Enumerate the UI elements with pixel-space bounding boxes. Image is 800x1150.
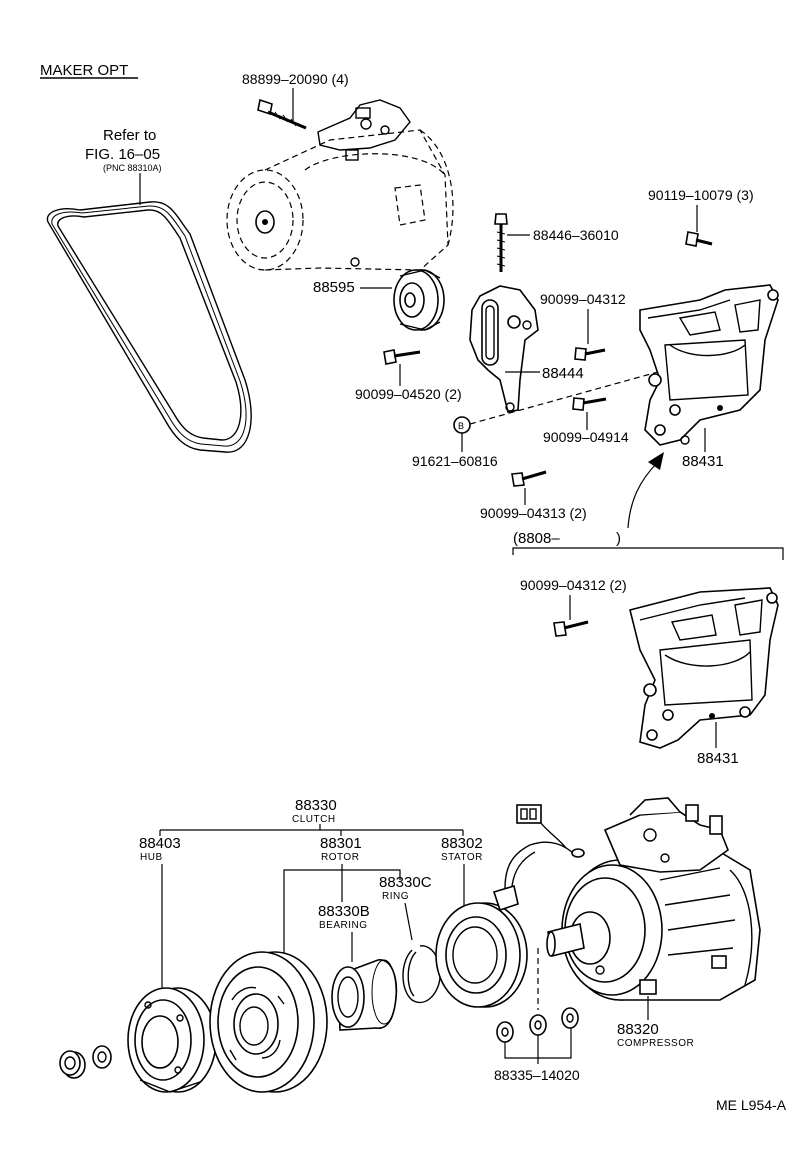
label-88301: 88301 [320,835,362,852]
leader-88330C [404,902,413,941]
idler-pulley-88595 [393,269,445,331]
label-88330B: 88330B [318,903,370,920]
compressor-88320 [546,797,761,1001]
label-88330C: 88330C [379,874,432,891]
snap-ring-88330C [402,945,441,1004]
label-88302: 88302 [441,835,483,852]
label-88444: 88444 [542,365,584,382]
label-90119-10079: 90119–10079 (3) [648,187,754,203]
label-88446-36010: 88446–36010 [533,227,619,243]
dashed-alignment-line [469,369,666,425]
bearing-88330B [331,959,398,1031]
b-reference-letter: B [458,421,464,431]
label-88330B-bearing: BEARING [319,920,368,931]
label-88302-stator: STATOR [441,852,483,863]
maker-opt-title: MAKER OPT [40,62,128,79]
bolt-88899 [257,98,307,130]
label-88330-clutch: CLUTCH [292,814,336,825]
refer-pnc-label: (PNC 88310A) [103,163,162,173]
label-88301-rotor: ROTOR [321,852,359,863]
label-88330: 88330 [295,797,337,814]
label-88899-20090: 88899–20090 (4) [242,71,349,87]
washer-small [92,1045,112,1069]
label-88595: 88595 [313,279,355,296]
bracket-8808 [512,547,784,560]
label-88320: 88320 [617,1021,659,1038]
leader-88301-bracket [283,869,401,955]
nut-small [59,1050,86,1079]
label-88335-14020: 88335–14020 [494,1067,580,1083]
label-90099-04312: 90099–04312 [540,291,626,307]
bolt-90119 [685,231,713,247]
bolt-90099-04520 [383,349,421,365]
label-88403: 88403 [139,835,181,852]
footer-code: ME L954-A [716,1097,787,1113]
clutch-hub-88403 [127,987,217,1093]
label-90099-04312-2: 90099–04312 (2) [520,577,627,593]
bolt-88446 [494,213,508,272]
shims-88335 [496,1007,579,1043]
bracket-88444 [469,285,539,413]
label-90099-04520: 90099–04520 (2) [355,386,462,402]
label-8808-close: ) [616,530,621,547]
refer-to-label: Refer to [103,127,156,144]
bolt-90099-04312 [574,347,606,361]
compressor-top-illustration [226,99,454,271]
label-88431-upper: 88431 [682,453,724,470]
label-91621-60816: 91621–60816 [412,453,498,469]
refer-fig-label: FIG. 16–05 [85,146,160,163]
label-90099-04313: 90099–04313 (2) [480,505,587,521]
bracket-88431-lower [629,587,779,749]
bolt-90099-04312-lower [553,620,589,637]
bolt-90099-04914 [572,397,607,411]
label-88330C-ring: RING [382,891,409,902]
bracket-88431-upper [639,284,779,446]
bolt-90099-04313 [511,470,547,487]
label-88403-hub: HUB [140,852,163,863]
stator-88302 [435,804,585,1008]
label-8808-open: (8808– [513,530,560,547]
label-88431-lower: 88431 [697,750,739,767]
clutch-rotor-88301 [209,951,328,1093]
label-90099-04914: 90099–04914 [543,429,629,445]
curved-arrow [627,452,664,529]
v-belt [46,201,252,453]
label-88320-compressor: COMPRESSOR [617,1038,694,1049]
